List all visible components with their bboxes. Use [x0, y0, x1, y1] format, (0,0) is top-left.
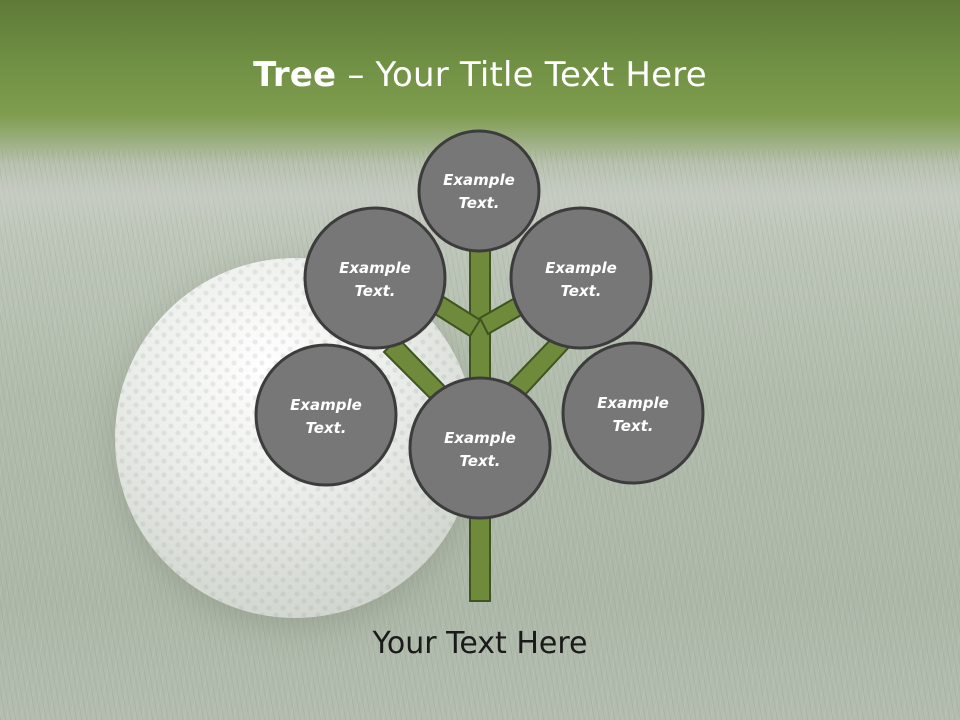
node-lower-left-line1: Example	[290, 396, 362, 414]
tree-node-top[interactable]: Example Text.	[417, 129, 541, 253]
node-upper-right-line2: Text.	[560, 282, 601, 300]
node-upper-right-line1: Example	[545, 259, 617, 277]
node-center-line2: Text.	[459, 452, 500, 470]
tree-node-lower-right[interactable]: Example Text.	[561, 341, 705, 485]
node-upper-left-line2: Text.	[354, 282, 395, 300]
tree-node-upper-left[interactable]: Example Text.	[303, 206, 447, 350]
node-lower-left-line2: Text.	[305, 419, 346, 437]
node-center-line1: Example	[444, 429, 516, 447]
tree-node-center[interactable]: Example Text.	[408, 376, 552, 520]
node-lower-right-line2: Text.	[612, 417, 653, 435]
node-top-line1: Example	[443, 171, 515, 189]
node-lower-right-line1: Example	[597, 394, 669, 412]
tree-node-lower-left[interactable]: Example Text.	[254, 343, 398, 487]
node-top-line2: Text.	[458, 194, 499, 212]
tree-node-upper-right[interactable]: Example Text.	[509, 206, 653, 350]
slide-title[interactable]: Tree – Your Title Text Here	[0, 52, 960, 98]
title-separator: –	[336, 55, 376, 95]
caption-text[interactable]: Your Text Here	[372, 626, 588, 661]
node-upper-left-line1: Example	[339, 259, 411, 277]
title-rest: Your Title Text Here	[375, 55, 707, 95]
title-bold-part: Tree	[253, 55, 337, 95]
